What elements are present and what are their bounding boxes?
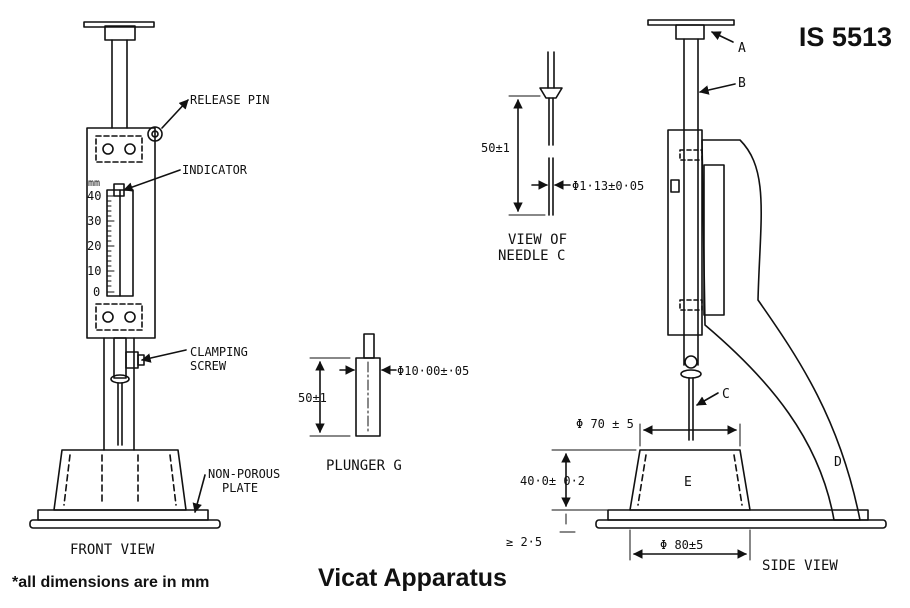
leader-c [696,392,719,406]
clamping-screw [125,351,139,369]
front-base [29,519,221,529]
dim-height: 40·0± 0·2 [520,474,585,488]
front-top-plate [83,21,155,28]
side-pin [670,179,680,193]
non-porous-plate-shape [37,509,209,521]
part-e: E [684,475,692,490]
front-mould-inner-left [63,454,71,506]
front-body [86,127,156,339]
front-mould [53,449,187,511]
front-upper-hole-left [102,143,114,155]
front-plunger-holder [113,337,127,379]
leader-plate [192,474,206,513]
needle-c [508,51,571,216]
front-needle-collar [110,374,130,384]
caption-side-view: SIDE VIEW [762,558,838,574]
side-arm-d [701,139,861,521]
part-b: B [738,76,746,91]
front-upper-hole-right [124,143,136,155]
side-frame-front [667,129,703,336]
front-top-cap [104,25,136,41]
front-view [29,21,221,529]
label-clamping-2: SCREW [190,359,227,373]
front-lower-hole-left [102,311,114,323]
front-mould-inner-right [169,454,177,506]
plunger-g [309,333,397,437]
label-non-porous-1: NON-POROUS [208,467,280,481]
plunger-length: 50±1 [298,391,327,405]
side-plate [607,509,869,521]
dim-plate: ≥ 2·5 [506,535,542,549]
part-c: C [722,387,730,402]
units-note: *all dimensions are in mm [12,574,210,591]
standard-code: IS 5513 [798,22,892,52]
plunger-stem [363,333,375,359]
scale-tick-40: 40 [87,189,101,203]
caption-needle-2: NEEDLE C [498,248,565,264]
scale-tick-20: 20 [87,239,101,253]
plunger-body [355,357,381,437]
leader-clamping [141,349,187,363]
leader-a [711,31,734,43]
label-clamping-1: CLAMPING [190,345,248,359]
release-pin-inner [151,130,159,138]
side-base [595,519,887,529]
label-release-pin: RELEASE PIN [190,93,269,107]
side-frame-window [703,164,725,316]
plunger-diameter: Φ10·00±·05 [397,364,469,378]
leader-release-pin [161,99,189,129]
needle-collar [539,87,563,99]
scale-tick-30: 30 [87,214,101,228]
label-indicator: INDICATOR [182,163,248,177]
scale-tick-0: 0 [93,285,100,299]
scale-ticks [106,195,115,293]
scale-tick-10: 10 [87,264,101,278]
front-lower-hole-right [124,311,136,323]
leader-indicator [123,169,181,192]
needle-diameter: Φ1·13±0·05 [572,179,644,193]
caption-plunger: PLUNGER G [326,458,402,474]
front-lower-block [95,303,143,331]
diagram-title: Vicat Apparatus [318,564,507,592]
needle-length: 50±1 [481,141,510,155]
dim-top-dia: Φ 70 ± 5 [576,417,634,431]
part-a: A [738,41,746,56]
side-needle-ball [684,355,698,369]
caption-front-view: FRONT VIEW [70,542,155,558]
side-top-cap [675,24,705,40]
label-non-porous-2: PLATE [222,481,258,495]
scale-unit: mm [88,178,100,189]
dim-base-dia: Φ 80±5 [660,538,703,552]
leader-b [699,83,736,95]
caption-needle-1: VIEW OF [508,232,567,248]
release-pin [147,126,163,142]
side-view [551,19,887,561]
front-upper-block [95,135,143,163]
side-needle-collar [680,369,702,379]
part-d: D [834,455,842,470]
